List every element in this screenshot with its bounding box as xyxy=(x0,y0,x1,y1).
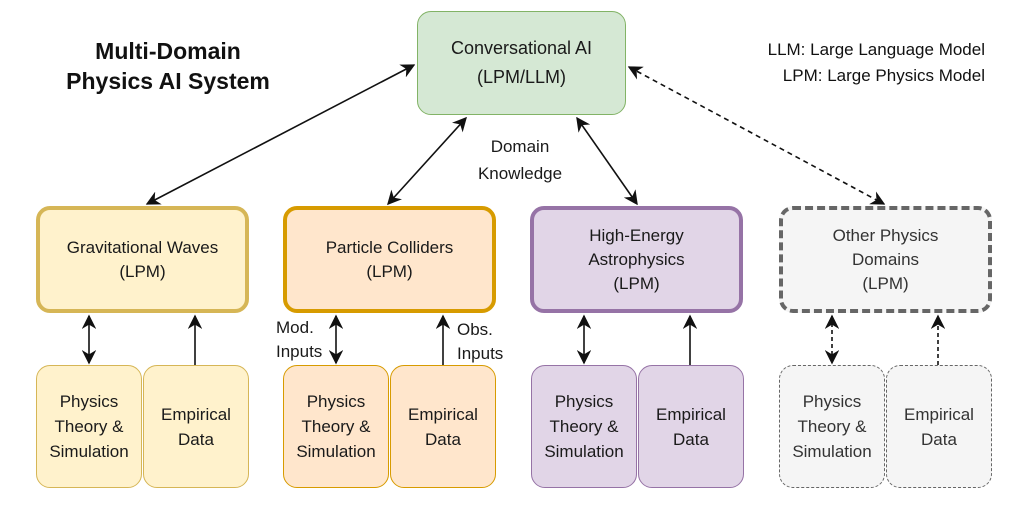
legend-llm: LLM: Large Language Model xyxy=(767,40,985,59)
node-label: Simulation xyxy=(296,442,376,461)
node-label: Physics xyxy=(59,392,119,411)
node-label: Empirical xyxy=(904,404,974,424)
other-theory-simulation-node: Physics Theory & Simulation xyxy=(779,365,885,488)
high-energy-astrophysics-node: High-Energy Astrophysics (LPM) xyxy=(530,206,743,313)
node-sublabel: (LPM/LLM) xyxy=(476,67,566,87)
mod-inputs-label: Mod. Inputs xyxy=(276,316,322,364)
node-label: Physics xyxy=(554,392,614,411)
node-label: Other Physics xyxy=(832,225,939,245)
node-label: Theory & xyxy=(301,417,371,436)
title-line-1: Multi-Domain xyxy=(95,38,241,64)
domain-knowledge-label: Domain Knowledge xyxy=(470,133,570,187)
node-label: Theory & xyxy=(549,417,619,436)
edge-label-line: Knowledge xyxy=(477,164,563,183)
node-label: Data xyxy=(673,429,709,449)
edge-label-line: Domain xyxy=(490,137,550,156)
node-label: Gravitational Waves xyxy=(66,237,219,257)
node-label: Domains xyxy=(851,249,920,269)
node-label: Theory & xyxy=(797,417,867,436)
gw-empirical-data-node: Empirical Data xyxy=(143,365,249,488)
title-line-2: Physics AI System xyxy=(66,68,270,94)
node-label: Empirical xyxy=(408,404,478,424)
node-label: High-Energy xyxy=(589,225,684,245)
node-sublabel: (LPM) xyxy=(862,273,909,293)
particle-colliders-node: Particle Colliders (LPM) xyxy=(283,206,496,313)
edge-ai-high-energy-astrophysics xyxy=(576,116,638,206)
other-physics-domains-node: Other Physics Domains (LPM) xyxy=(779,206,992,313)
conversational-ai-node: Conversational AI (LPM/LLM) xyxy=(417,11,626,115)
edge-label-line: Obs. xyxy=(457,320,493,339)
node-label: Simulation xyxy=(792,442,872,461)
pc-empirical-data-node: Empirical Data xyxy=(390,365,496,488)
node-label: Simulation xyxy=(49,442,129,461)
node-label: Astrophysics xyxy=(588,249,685,269)
node-label: Physics xyxy=(306,392,366,411)
other-empirical-data-node: Empirical Data xyxy=(886,365,992,488)
edge-ai-particle-colliders xyxy=(387,116,467,206)
gravitational-waves-node: Gravitational Waves (LPM) xyxy=(36,206,249,313)
edge-label-line: Inputs xyxy=(276,342,323,361)
node-label: Data xyxy=(425,429,461,449)
node-label: Empirical xyxy=(656,404,726,424)
pc-theory-simulation-node: Physics Theory & Simulation xyxy=(283,365,389,488)
diagram-title: Multi-Domain Physics AI System xyxy=(18,36,318,96)
abbreviation-legend: LLM: Large Language Model LPM: Large Phy… xyxy=(625,37,985,89)
edge-label-line: Inputs xyxy=(457,344,504,363)
node-label: Particle Colliders xyxy=(325,237,454,257)
node-sublabel: (LPM) xyxy=(613,273,660,293)
node-label: Physics xyxy=(802,392,862,411)
node-sublabel: (LPM) xyxy=(366,261,413,281)
node-label: Theory & xyxy=(54,417,124,436)
node-label: Data xyxy=(178,429,214,449)
obs-inputs-label: Obs. Inputs xyxy=(457,318,503,366)
gw-theory-simulation-node: Physics Theory & Simulation xyxy=(36,365,142,488)
node-sublabel: (LPM) xyxy=(119,261,166,281)
node-label: Simulation xyxy=(544,442,624,461)
edge-label-line: Mod. xyxy=(276,318,314,337)
hea-empirical-data-node: Empirical Data xyxy=(638,365,744,488)
legend-lpm: LPM: Large Physics Model xyxy=(782,66,985,85)
node-label: Conversational AI xyxy=(450,38,593,58)
node-label: Data xyxy=(921,429,957,449)
node-label: Empirical xyxy=(161,404,231,424)
hea-theory-simulation-node: Physics Theory & Simulation xyxy=(531,365,637,488)
